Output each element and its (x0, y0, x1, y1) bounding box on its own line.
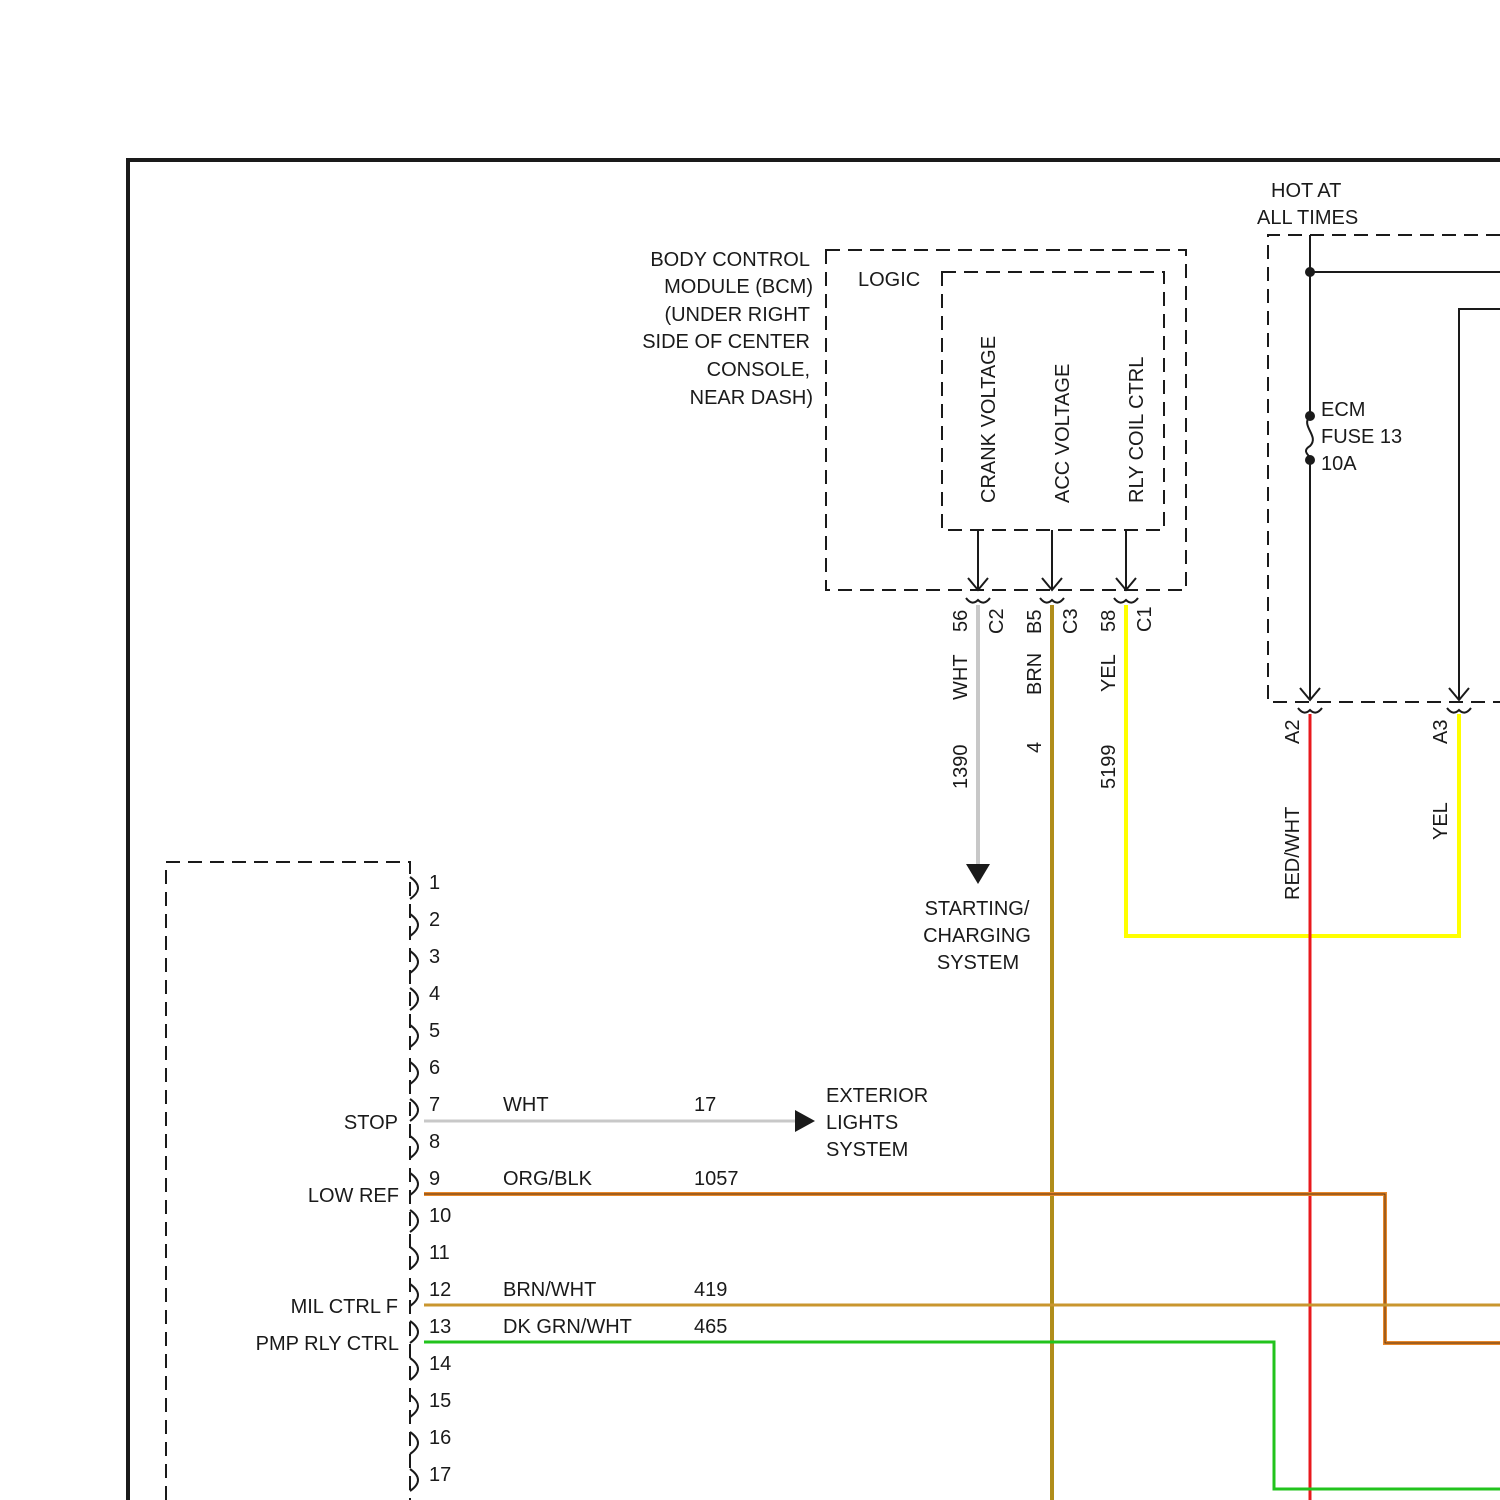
rly-coil-ctrl-label: RLY COIL CTRL (1126, 357, 1148, 503)
starting-line: CHARGING (923, 925, 1031, 947)
pin-58: 58 (1098, 610, 1120, 632)
signal-pmp-rly-ctrl: PMP RLY CTRL (256, 1333, 399, 1355)
pin-number-9: 9 (429, 1168, 440, 1190)
fuse-block-outline (1268, 235, 1500, 702)
pin-terminal-9 (410, 1173, 418, 1195)
pin-56: 56 (950, 610, 972, 632)
pin-number-16: 16 (429, 1427, 451, 1449)
hot-at-label: HOT AT (1271, 180, 1341, 202)
circuit-4: 4 (1024, 742, 1046, 753)
circuit-1390: 1390 (950, 745, 972, 790)
logic-label: LOGIC (858, 269, 920, 291)
acc-voltage-label: ACC VOLTAGE (1052, 364, 1074, 503)
fuse-label-line: FUSE 13 (1321, 426, 1402, 448)
pin-number-2: 2 (429, 909, 440, 931)
arrow-right-exterior (795, 1110, 815, 1132)
fuse-terminal-dot (1305, 455, 1315, 465)
cavity-a2: A2 (1282, 720, 1304, 744)
pin-terminal-4 (410, 988, 418, 1010)
pin-number-14: 14 (429, 1353, 451, 1375)
pin-number-3: 3 (429, 946, 440, 968)
circuit-5199: 5199 (1098, 745, 1120, 790)
crank-voltage-label: CRANK VOLTAGE (978, 336, 1000, 503)
starting-charging-label: STARTING/ CHARGING SYSTEM (923, 898, 1031, 974)
pin-number-13: 13 (429, 1316, 451, 1338)
exterior-line: SYSTEM (826, 1139, 908, 1161)
splice-dot (1305, 267, 1315, 277)
pin-terminal-11 (410, 1247, 418, 1269)
wire-color-label: ORG/BLK (503, 1168, 593, 1190)
pin-terminal-5 (410, 1025, 418, 1047)
pin-number-10: 10 (429, 1205, 451, 1227)
pin-terminal-15 (410, 1395, 418, 1417)
starting-line: STARTING/ (925, 898, 1030, 920)
exterior-line: EXTERIOR (826, 1085, 928, 1107)
cavity-c1: C1 (1134, 606, 1156, 632)
signal-stop: STOP (344, 1112, 398, 1134)
bcm-label-line: CONSOLE, (707, 359, 810, 381)
pin-terminal-16 (410, 1432, 418, 1454)
cavity-a3: A3 (1430, 720, 1452, 744)
bcm-label: BODY CONTROL MODULE (BCM) (UNDER RIGHT S… (642, 249, 813, 409)
pin-number-15: 15 (429, 1390, 451, 1412)
pin-terminal-10 (410, 1210, 418, 1232)
bcm-label-line: BODY CONTROL (650, 249, 810, 271)
wire-color-label: DK GRN/WHT (503, 1316, 632, 1338)
pin-terminal-3 (410, 951, 418, 973)
cavity-c3: C3 (1060, 608, 1082, 634)
wire-color-wht: WHT (950, 654, 972, 700)
pin-terminal-12 (410, 1284, 418, 1306)
pin-number-7: 7 (429, 1094, 440, 1116)
wire-color-yel-a3: YEL (1430, 802, 1452, 840)
wire-color-label: BRN/WHT (503, 1279, 596, 1301)
wire-color-yel: YEL (1098, 654, 1120, 692)
wire-color-brn: BRN (1024, 653, 1046, 695)
arrow-down-starting (966, 864, 990, 884)
bcm-label-line: (UNDER RIGHT (664, 304, 810, 326)
pin-number-6: 6 (429, 1057, 440, 1079)
fuse-label-line: ECM (1321, 399, 1365, 421)
pin-b5: B5 (1024, 610, 1046, 634)
bcm-terminals (966, 530, 1138, 603)
pin-terminal-13 (410, 1321, 418, 1343)
pin-number-11: 11 (429, 1242, 450, 1264)
pin-terminal-6 (410, 1062, 418, 1084)
fuse-terminal-dot (1305, 411, 1315, 421)
wire-color-red-wht: RED/WHT (1282, 807, 1304, 900)
signal-low-ref: LOW REF (308, 1185, 399, 1207)
exterior-line: LIGHTS (826, 1112, 898, 1134)
signal-names: STOP LOW REF MIL CTRL F PMP RLY CTRL (256, 1112, 399, 1355)
pin-number-1: 1 (429, 872, 440, 894)
pin-number-17: 17 (429, 1464, 451, 1486)
wire-color-label: WHT (503, 1094, 549, 1116)
pin-terminal-1 (410, 877, 418, 899)
starting-line: SYSTEM (937, 952, 1019, 974)
bcm-label-line: SIDE OF CENTER (642, 331, 810, 353)
signal-mil-ctrl: MIL CTRL F (291, 1296, 398, 1318)
pin-number-12: 12 (429, 1279, 451, 1301)
circuit-label: 17 (694, 1094, 716, 1116)
pin-terminal-8 (410, 1136, 418, 1158)
bcm-label-line: NEAR DASH) (690, 387, 813, 409)
cavity-c2: C2 (986, 608, 1008, 634)
circuit-label: 419 (694, 1279, 727, 1301)
pin-terminal-7 (410, 1099, 418, 1121)
all-times-label: ALL TIMES (1257, 207, 1358, 229)
fuse-label-line: 10A (1321, 453, 1357, 475)
wire-dk-grn-wht-465 (424, 1342, 1500, 1489)
pin-terminal-17 (410, 1469, 418, 1491)
circuit-label: 1057 (694, 1168, 739, 1190)
wires (424, 605, 1500, 1500)
pin-number-5: 5 (429, 1020, 440, 1042)
circuit-label: 465 (694, 1316, 727, 1338)
bcm-label-line: MODULE (BCM) (664, 276, 813, 298)
pin-terminal-14 (410, 1358, 418, 1380)
pin-number-4: 4 (429, 983, 440, 1005)
pin-terminal-2 (410, 914, 418, 936)
pin-number-8: 8 (429, 1131, 440, 1153)
module-connector-outline (166, 862, 410, 1500)
